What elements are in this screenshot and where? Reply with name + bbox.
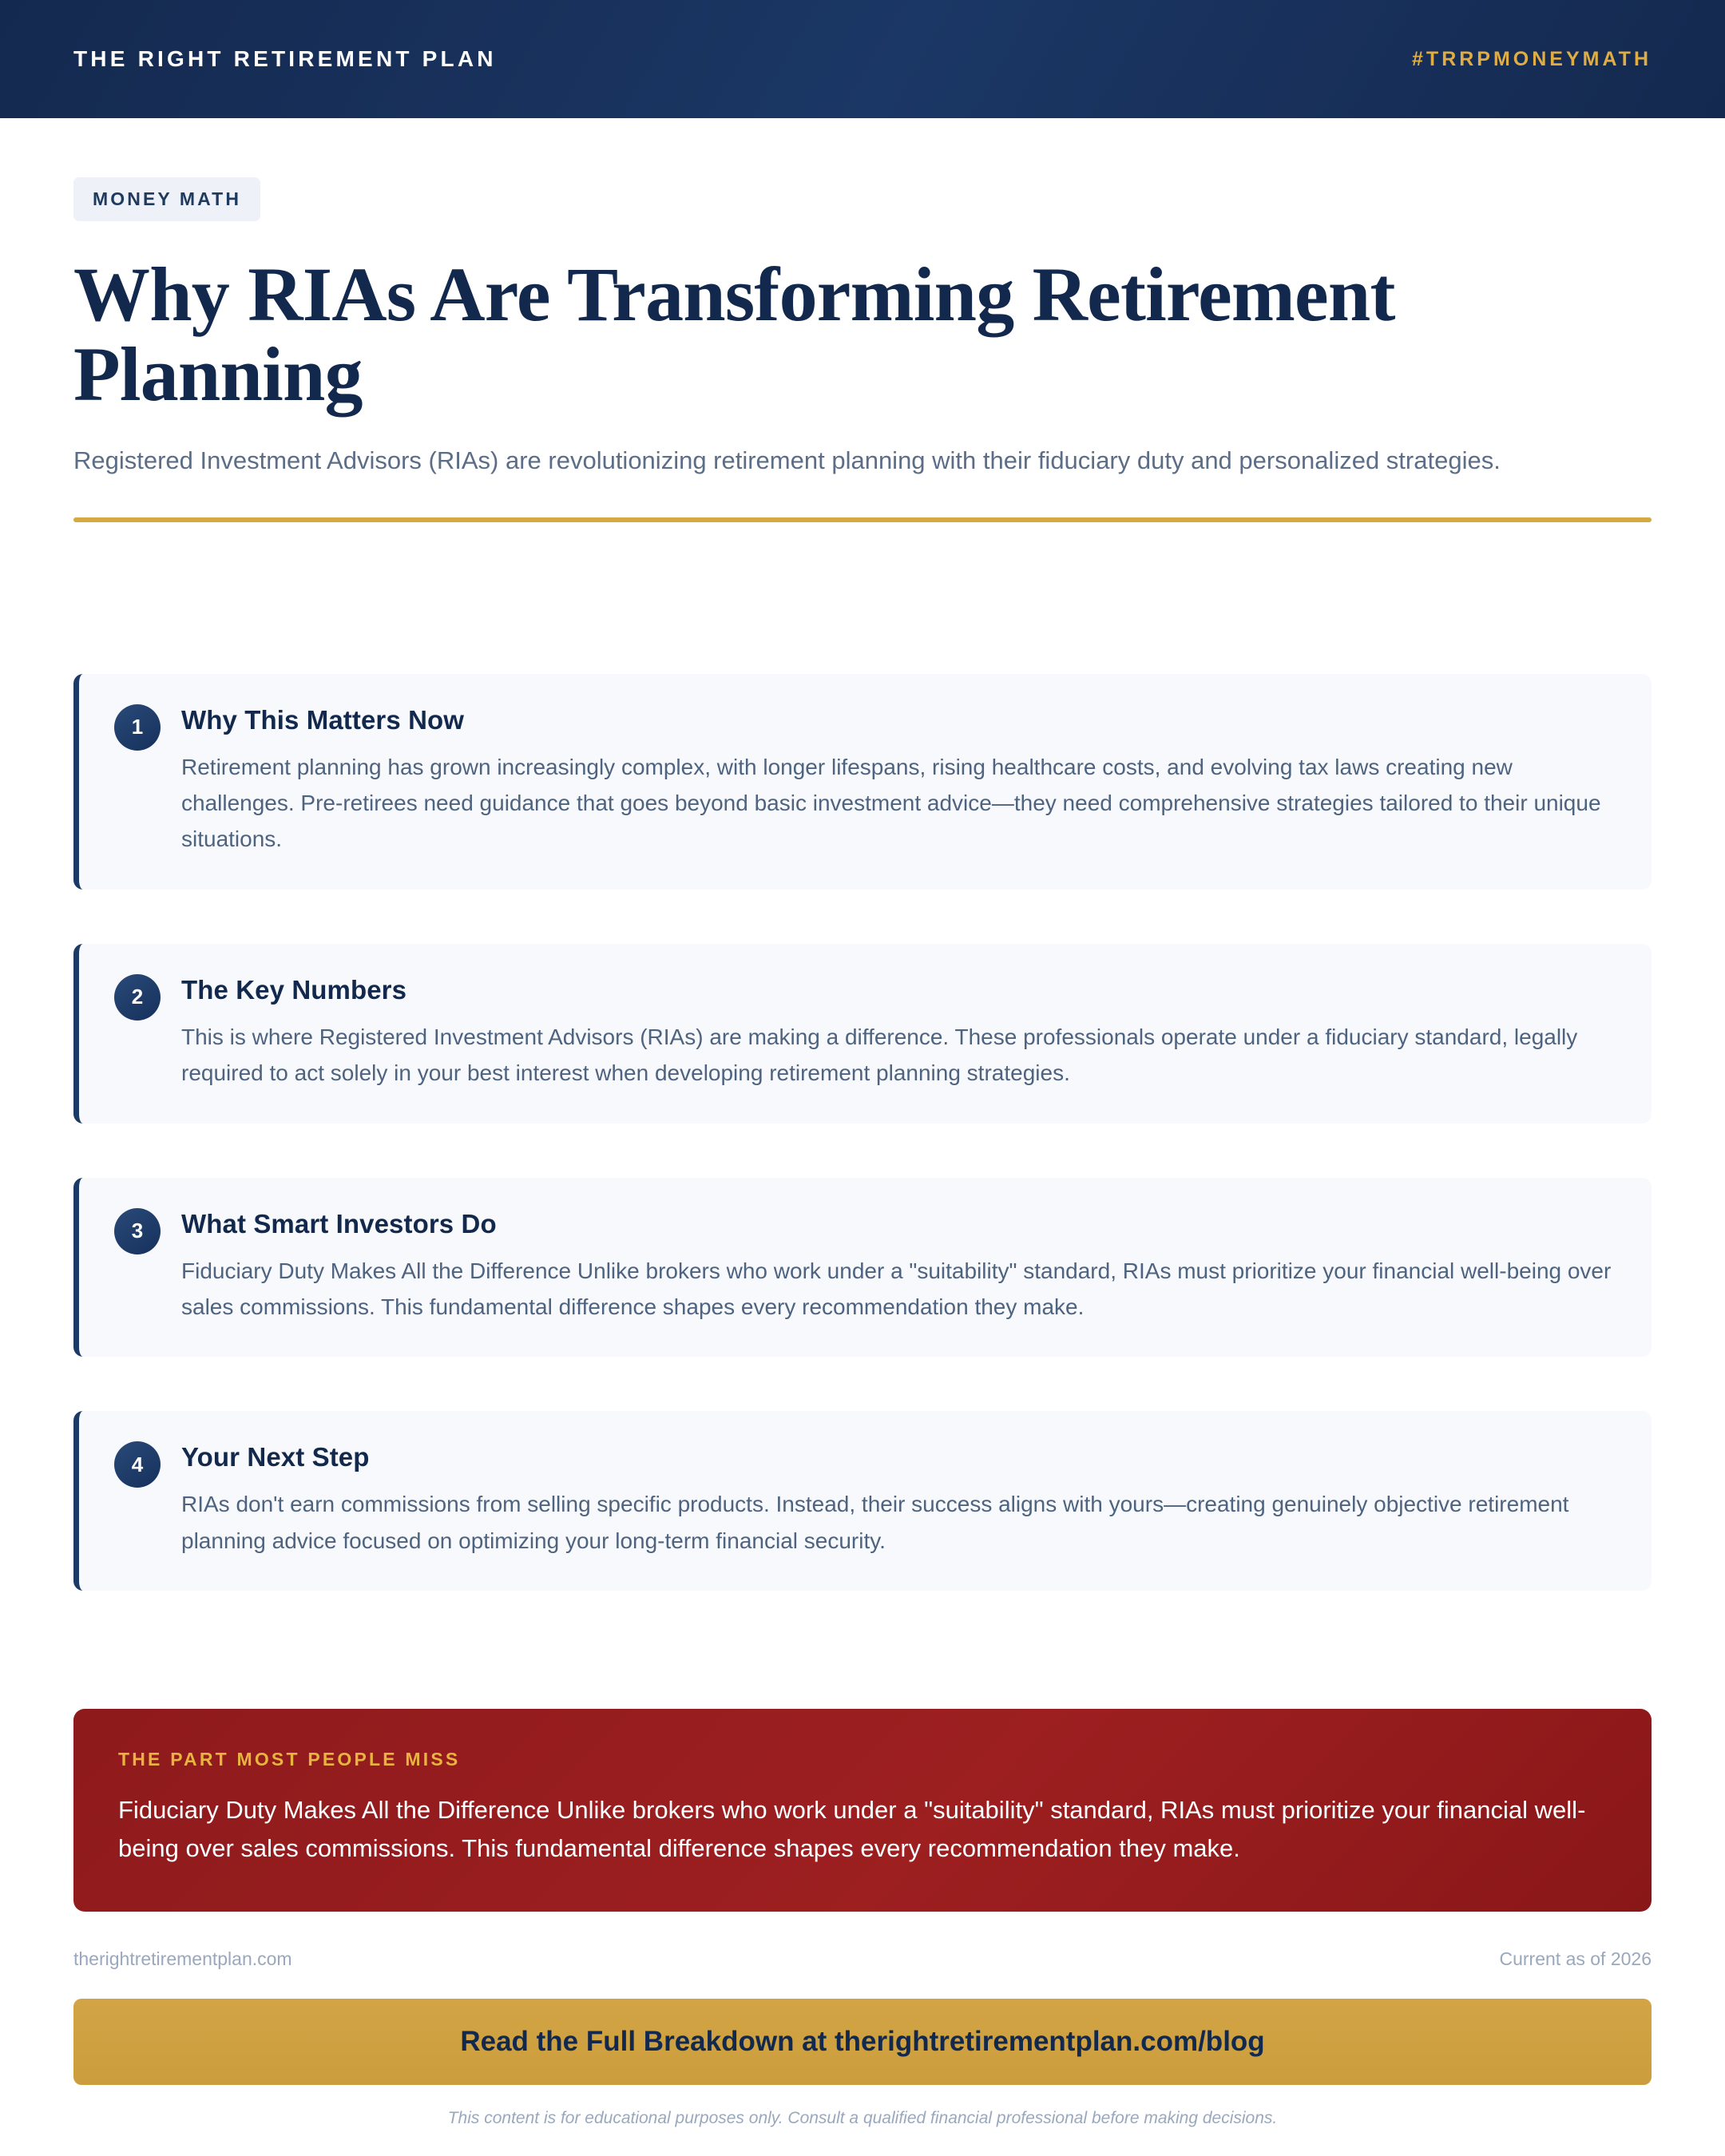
card-body: What Smart Investors Do Fiduciary Duty M… (181, 1207, 1616, 1326)
page-header: The Right Retirement Plan #TRRPMoneyMath (0, 0, 1725, 118)
legal-disclaimer: This content is for educational purposes… (447, 2108, 1278, 2127)
card-text: This is where Registered Investment Advi… (181, 1024, 1578, 1086)
numbered-card: 4 Your Next Step RIAs don't earn commiss… (73, 1411, 1652, 1591)
footer-meta: therightretirementplan.com Current as of… (73, 1948, 1652, 1970)
numbered-card: 1 Why This Matters Now Retirement planni… (73, 673, 1652, 890)
card-title: The Key Numbers (181, 974, 407, 1005)
card-title: What Smart Investors Do (181, 1208, 497, 1239)
callout-label: The Part Most People Miss (118, 1749, 461, 1770)
brand-title: The Right Retirement Plan (73, 46, 497, 71)
card-text: RIAs don't earn commissions from selling… (181, 1492, 1569, 1553)
card-text: Fiduciary Duty Makes All the Difference … (181, 1258, 1612, 1319)
page-content: Money Math Why RIAs Are Transforming Ret… (0, 118, 1725, 2128)
card-body: Your Next Step RIAs don't earn commissio… (181, 1440, 1616, 1559)
card-title: Your Next Step (181, 1442, 370, 1472)
numbered-card: 3 What Smart Investors Do Fiduciary Duty… (73, 1177, 1652, 1357)
step-number-badge: 1 (114, 703, 161, 751)
card-body: The Key Numbers This is where Registered… (181, 973, 1616, 1092)
card-title: Why This Matters Now (181, 704, 465, 735)
page-title: Why RIAs Are Transforming Retirement Pla… (73, 252, 1395, 417)
currency-note: Current as of 2026 (1499, 1948, 1652, 1969)
read-full-breakdown-button[interactable]: Read the Full Breakdown at therightretir… (73, 1998, 1652, 2085)
card-body: Why This Matters Now Retirement planning… (181, 703, 1616, 858)
step-number-badge: 3 (114, 1207, 161, 1254)
numbered-card: 2 The Key Numbers This is where Register… (73, 943, 1652, 1124)
card-text: Retirement planning has grown increasing… (181, 754, 1601, 852)
callout-text: Fiduciary Duty Makes All the Difference … (118, 1796, 1586, 1863)
step-number-badge: 2 (114, 973, 161, 1021)
step-number-badge: 4 (114, 1441, 161, 1488)
gold-divider (73, 517, 1652, 522)
category-badge-wrap: Money Math (73, 118, 1652, 221)
numbered-card-list: 1 Why This Matters Now Retirement planni… (73, 673, 1652, 1591)
highlight-callout: The Part Most People Miss Fiduciary Duty… (73, 1709, 1652, 1912)
category-badge: Money Math (73, 177, 261, 221)
campaign-hashtag: #TRRPMoneyMath (1412, 47, 1652, 70)
site-url: therightretirementplan.com (73, 1948, 292, 1969)
page-subtitle: Registered Investment Advisors (RIAs) ar… (73, 446, 1501, 474)
